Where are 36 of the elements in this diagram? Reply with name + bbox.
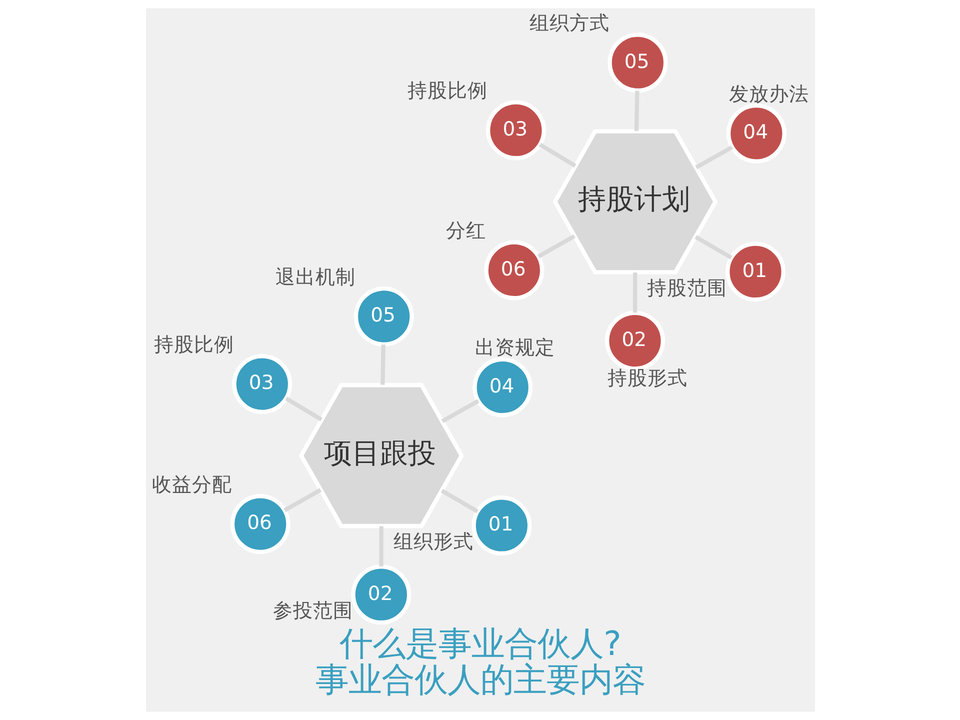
node-circle: 04 <box>726 103 786 164</box>
node-label: 出资规定 <box>474 336 555 360</box>
node-circle: 01 <box>725 242 785 302</box>
connector <box>694 145 733 170</box>
connector <box>440 399 479 424</box>
node-label: 分红 <box>446 219 486 242</box>
node-circle: 05 <box>607 32 668 93</box>
node-label: 持股范围 <box>646 276 727 300</box>
node-label: 组织方式 <box>528 11 609 34</box>
connector <box>378 526 383 566</box>
connector <box>283 488 322 512</box>
node-circle: 04 <box>472 357 532 418</box>
node-label: 持股比例 <box>407 79 488 102</box>
node-circle: 01 <box>471 496 532 556</box>
node-label: 收益分配 <box>152 472 232 496</box>
connector <box>284 396 322 422</box>
node-circle: 06 <box>484 240 544 300</box>
node-circle: 02 <box>350 564 411 625</box>
node-label: 组织形式 <box>392 530 473 554</box>
node-circle: 06 <box>230 494 290 554</box>
connector <box>380 344 385 385</box>
node-circle: 03 <box>232 354 292 414</box>
node-circle: 03 <box>485 100 546 160</box>
node-circle: 05 <box>353 286 414 346</box>
connector <box>632 272 637 313</box>
node-label: 参投范围 <box>272 599 352 622</box>
connector <box>536 234 575 258</box>
connector <box>694 235 732 260</box>
connector <box>634 90 639 131</box>
node-label: 发放办法 <box>728 82 808 106</box>
node-label: 持股比例 <box>153 332 234 356</box>
caption: 事业合伙人的主要内容 <box>314 660 645 700</box>
connector <box>538 142 576 168</box>
connector <box>440 488 478 514</box>
node-label: 退出机制 <box>275 265 356 288</box>
diagram-title: 什么是事业合伙人? <box>339 624 621 663</box>
